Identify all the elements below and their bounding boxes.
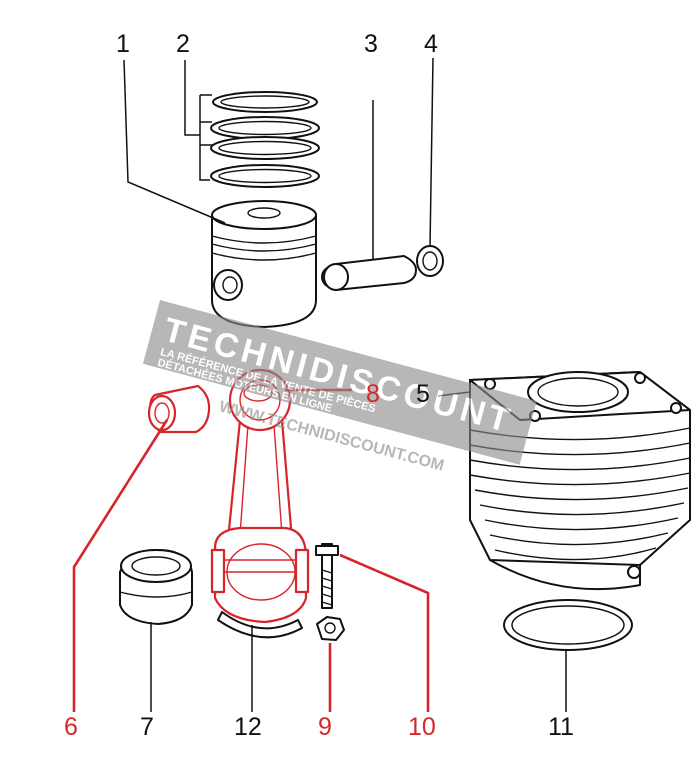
big-end-bearing-shell xyxy=(119,549,193,625)
watermark-banner xyxy=(142,300,537,465)
cylinder-base-gasket xyxy=(503,599,633,651)
callout-5: 5 xyxy=(416,380,430,408)
callout-12: 12 xyxy=(234,713,262,741)
rod-lock-plate xyxy=(217,611,303,639)
callout-6: 6 xyxy=(64,713,78,741)
callout-2: 2 xyxy=(176,30,190,58)
piston-pin xyxy=(321,255,417,291)
circlip xyxy=(416,245,444,277)
small-end-bush xyxy=(147,384,211,434)
connecting-rod-nut xyxy=(316,616,345,641)
piston-rings xyxy=(210,91,320,188)
callout-8: 8 xyxy=(366,380,380,408)
piston xyxy=(211,200,317,328)
callout-4: 4 xyxy=(424,30,438,58)
callout-numbers: 1 2 3 4 5 6 7 8 9 10 11 12 xyxy=(64,30,574,741)
callout-7: 7 xyxy=(140,713,154,741)
connecting-rod-bolt xyxy=(315,543,339,609)
callout-9: 9 xyxy=(318,713,332,741)
callout-11: 11 xyxy=(548,713,574,741)
callout-1: 1 xyxy=(116,30,130,58)
callout-10: 10 xyxy=(408,713,436,741)
callout-3: 3 xyxy=(364,30,378,58)
